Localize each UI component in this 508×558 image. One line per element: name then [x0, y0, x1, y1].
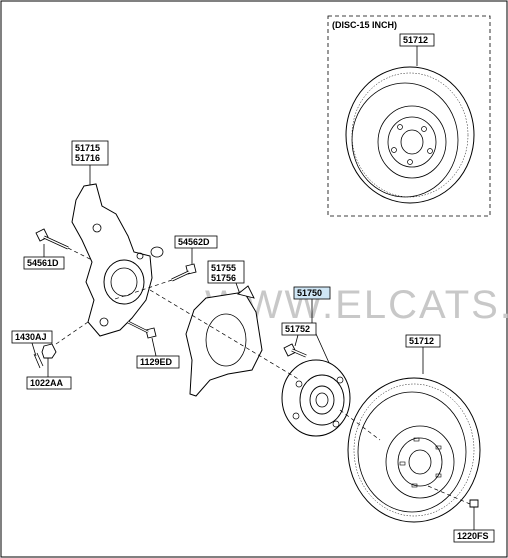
cotter-pin-drawing — [33, 352, 44, 369]
hub-bolt-label: 51752 — [285, 324, 310, 334]
inset-disc-15: (DISC-15 INCH) 51712 — [327, 15, 491, 217]
hub-label: 51750 — [297, 288, 322, 298]
disc-group: 51712 — [347, 334, 481, 523]
hub-bolt-label-box — [281, 322, 317, 336]
knuckle-bore — [103, 259, 145, 305]
shield-label-a: 51755 — [211, 263, 236, 273]
screw-1129ed-leader — [151, 337, 157, 357]
dust-shield-drawing — [185, 291, 263, 397]
inset-frame — [327, 15, 491, 217]
screw-1220fs-label: 1220FS — [457, 531, 489, 541]
disc-label: 51712 — [409, 336, 434, 346]
inset-disc-drawing — [345, 66, 475, 204]
knuckle-drawing — [71, 183, 153, 337]
knuckle-label-a: 51715 — [75, 143, 100, 153]
hub-group: 51750 51752 — [281, 286, 351, 437]
screw-1220fs-group: 1220FS — [427, 485, 495, 543]
bolt-54562d-group: 54562D — [111, 235, 218, 301]
screw-1129ed-label-box — [136, 355, 180, 369]
screw-1129ed-head — [145, 327, 157, 339]
pin-1430aj-label: 1430AJ — [15, 332, 47, 342]
hub-bolt-leader — [294, 334, 299, 347]
shield-label-b: 51756 — [211, 273, 236, 283]
knuckle-label-b: 51716 — [75, 153, 100, 163]
pin-1430aj-leader — [31, 342, 37, 357]
disc-drawing — [347, 377, 481, 523]
screw-1220fs-label-box — [453, 529, 495, 543]
bolt-54561d-label: 54561D — [27, 258, 59, 268]
knuckle-label-box — [71, 140, 109, 166]
nut-1022aa-label: 1022AA — [30, 378, 64, 388]
screw-1129ed-label: 1129ED — [140, 357, 173, 367]
shield-label-box — [207, 260, 245, 284]
knuckle-group: 51715 51716 — [71, 140, 164, 337]
axis-line-a — [149, 289, 301, 381]
nut-1022aa-label-box — [26, 376, 72, 390]
pin-1430aj-label-box — [11, 330, 53, 344]
bolt-54561d-group: 54561D — [23, 228, 93, 270]
bolt-54562d-label: 54562D — [178, 237, 210, 247]
screw-1129ed-group: 1129ED — [127, 320, 180, 369]
screw-1220fs-head — [469, 499, 479, 508]
dust-shield-group: 51755 51756 — [185, 260, 263, 397]
inset-part-label: 51712 — [403, 35, 428, 45]
bolt-54562d-label-box — [174, 235, 218, 249]
inset-title: (DISC-15 INCH) — [332, 20, 397, 30]
castle-nut-drawing — [41, 343, 57, 359]
pin-nut-group: 1430AJ 1022AA — [11, 321, 89, 390]
axis-line-b — [339, 409, 381, 441]
